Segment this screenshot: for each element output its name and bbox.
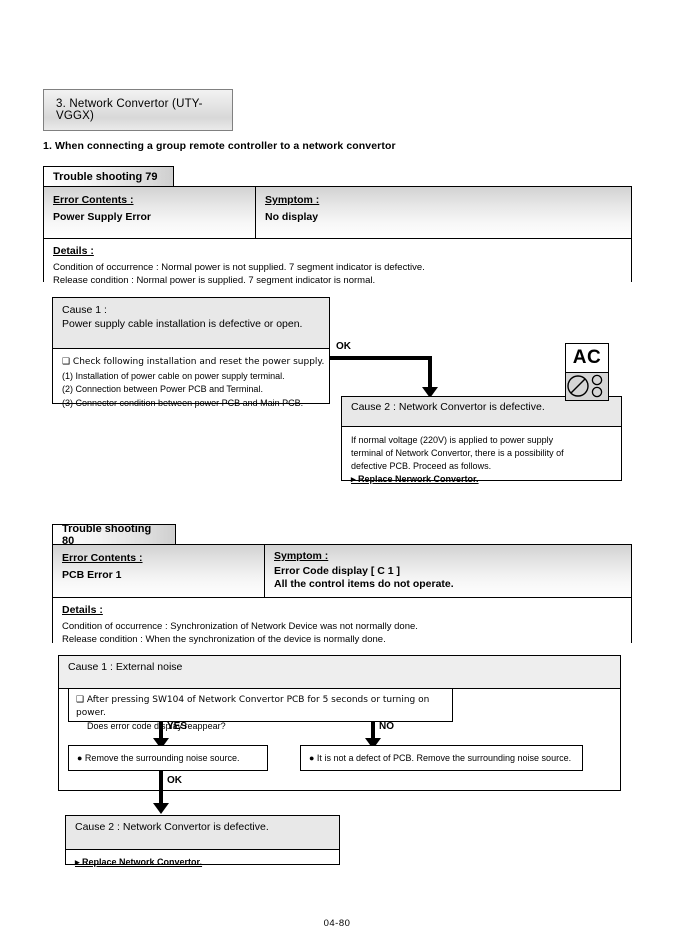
error-table-80: Error Contents : PCB Error 1 Symptom : E… [52, 544, 632, 645]
error-contents-value-79: Power Supply Error [53, 211, 152, 223]
cause-2-body-79: If normal voltage (220V) is applied to p… [342, 427, 621, 493]
symptom-cell-80: Symptom : Error Code display [ C 1 ] All… [265, 545, 631, 597]
cause-1-body-79: ❑ Check following installation and reset… [53, 349, 329, 417]
ok-arrow-line-80 [159, 771, 163, 811]
symptom-label: Symptom : [265, 194, 320, 206]
cause-2-box-80: Cause 2 : Network Convertor is defective… [65, 815, 340, 867]
no-outcome-box: ● It is not a defect of PCB. Remove the … [300, 745, 583, 771]
cause-2-action-79: ▸ Replace Nerwork Convertor. [351, 474, 479, 484]
ok-label-79: OK [336, 341, 351, 352]
no-arrow-head [365, 738, 381, 749]
no-label: NO [379, 721, 394, 732]
ac-icon-terminal-area [566, 373, 608, 400]
error-table-79: Error Contents : Power Supply Error Symp… [43, 186, 632, 286]
cause-1-head-79: Cause 1 : Power supply cable installatio… [53, 298, 329, 349]
cause-2-body-79-line-1: If normal voltage (220V) is applied to p… [351, 435, 554, 445]
error-contents-cell-80: Error Contents : PCB Error 1 [53, 545, 265, 597]
cause-2-body-79-line-3: defective PCB. Proceed as follows. [351, 461, 492, 471]
page-title: 3. Network Convertor (UTY-VGGX) [43, 89, 233, 131]
ok-arrow-head [422, 387, 438, 398]
cause-2-head-80: Cause 2 : Network Convertor is defective… [66, 816, 339, 850]
page-title-text: 3. Network Convertor (UTY-VGGX) [56, 98, 203, 122]
error-table-79-header-row: Error Contents : Power Supply Error Symp… [44, 187, 631, 239]
ac-meter-icon: AC [565, 343, 609, 401]
question-box-80: ❑ After pressing SW104 of Network Conver… [68, 688, 453, 731]
no-outcome-text: ● It is not a defect of PCB. Remove the … [309, 753, 572, 763]
cause-1-head-line2-79: Power supply cable installation is defec… [62, 318, 303, 330]
cause-1-head-80: Cause 1 : External noise [59, 656, 620, 689]
cause-1-check-line-79: ❑ Check following installation and reset… [62, 357, 325, 367]
yes-arrow-line [159, 722, 163, 746]
details-label-80: Details : [62, 604, 103, 616]
error-contents-value-80: PCB Error 1 [62, 569, 122, 581]
error-contents-cell-79: Error Contents : Power Supply Error [44, 187, 256, 238]
cause-2-body-80: ▸ Replace Network Convertor. [66, 850, 339, 877]
ac-terminal-glyphs [567, 374, 603, 398]
question-line-2: Does error code display reappear? [87, 721, 226, 731]
cause-2-body-79-line-2: terminal of Network Convertor, there is … [351, 448, 564, 458]
ok-arrow-vertical-segment [428, 356, 432, 393]
yes-arrow-head [153, 738, 169, 749]
question-line-1: ❑ After pressing SW104 of Network Conver… [76, 695, 430, 718]
trouble-shooting-tab-79: Trouble shooting 79 [43, 166, 174, 186]
error-contents-label-80: Error Contents : [62, 552, 143, 564]
cause-1-head-line1-79: Cause 1 : [62, 304, 107, 316]
error-table-80-header-row: Error Contents : PCB Error 1 Symptom : E… [53, 545, 631, 598]
cause-2-action-80: ▸ Replace Network Convertor. [75, 857, 203, 867]
cause-1-item-79-3: (3) Connector condition between power PC… [62, 397, 304, 408]
cause-1-item-79-2: (2) Connection between Power PCB and Ter… [62, 384, 263, 394]
yes-label: YES [167, 721, 188, 732]
trouble-shooting-tab-79-label: Trouble shooting 79 [53, 170, 158, 183]
no-arrow-line [371, 722, 375, 746]
details-cell-79: Details : Condition of occurrence : Norm… [44, 239, 631, 286]
details-label-79: Details : [53, 245, 94, 257]
trouble-shooting-tab-80: Trouble shooting 80 [52, 522, 176, 547]
symptom-cell-79: Symptom : No display [256, 187, 631, 238]
cause-2-box-79: Cause 2 : Network Convertor is defective… [341, 396, 622, 484]
symptom-value-80-line-2: All the control items do not operate. [274, 578, 454, 590]
ac-icon-label: AC [566, 344, 608, 373]
cause-2-head-79: Cause 2 : Network Convertor is defective… [342, 397, 621, 427]
symptom-value-79-line-1: No display [265, 211, 319, 223]
yes-outcome-box: ● Remove the surrounding noise source. [68, 745, 268, 771]
ok-arrow-head-80 [153, 803, 169, 814]
trouble-shooting-tab-80-label: Trouble shooting 80 [62, 522, 152, 547]
error-contents-label: Error Contents : [53, 194, 134, 206]
details-line-80-1: Condition of occurrence : Synchronizatio… [62, 621, 418, 632]
cause-1-item-79-1: (1) Installation of power cable on power… [62, 370, 285, 381]
symptom-value-80-line-1: Error Code display [ C 1 ] [274, 565, 401, 577]
cause-1-box-79: Cause 1 : Power supply cable installatio… [52, 297, 330, 408]
page-footer: 04-80 [323, 918, 351, 929]
ok-arrow-horizontal-segment [330, 356, 432, 360]
symptom-label-80: Symptom : [274, 550, 329, 562]
details-line-79-2: Release condition : Normal power is supp… [53, 275, 376, 286]
ok-label-80: OK [167, 775, 182, 786]
sub-heading: 1. When connecting a group remote contro… [43, 140, 396, 152]
details-line-79-1: Condition of occurrence : Normal power i… [53, 262, 425, 273]
yes-outcome-text: ● Remove the surrounding noise source. [77, 753, 240, 763]
details-cell-80: Details : Condition of occurrence : Sync… [53, 598, 631, 645]
details-line-80-2: Release condition : When the synchroniza… [62, 634, 386, 645]
